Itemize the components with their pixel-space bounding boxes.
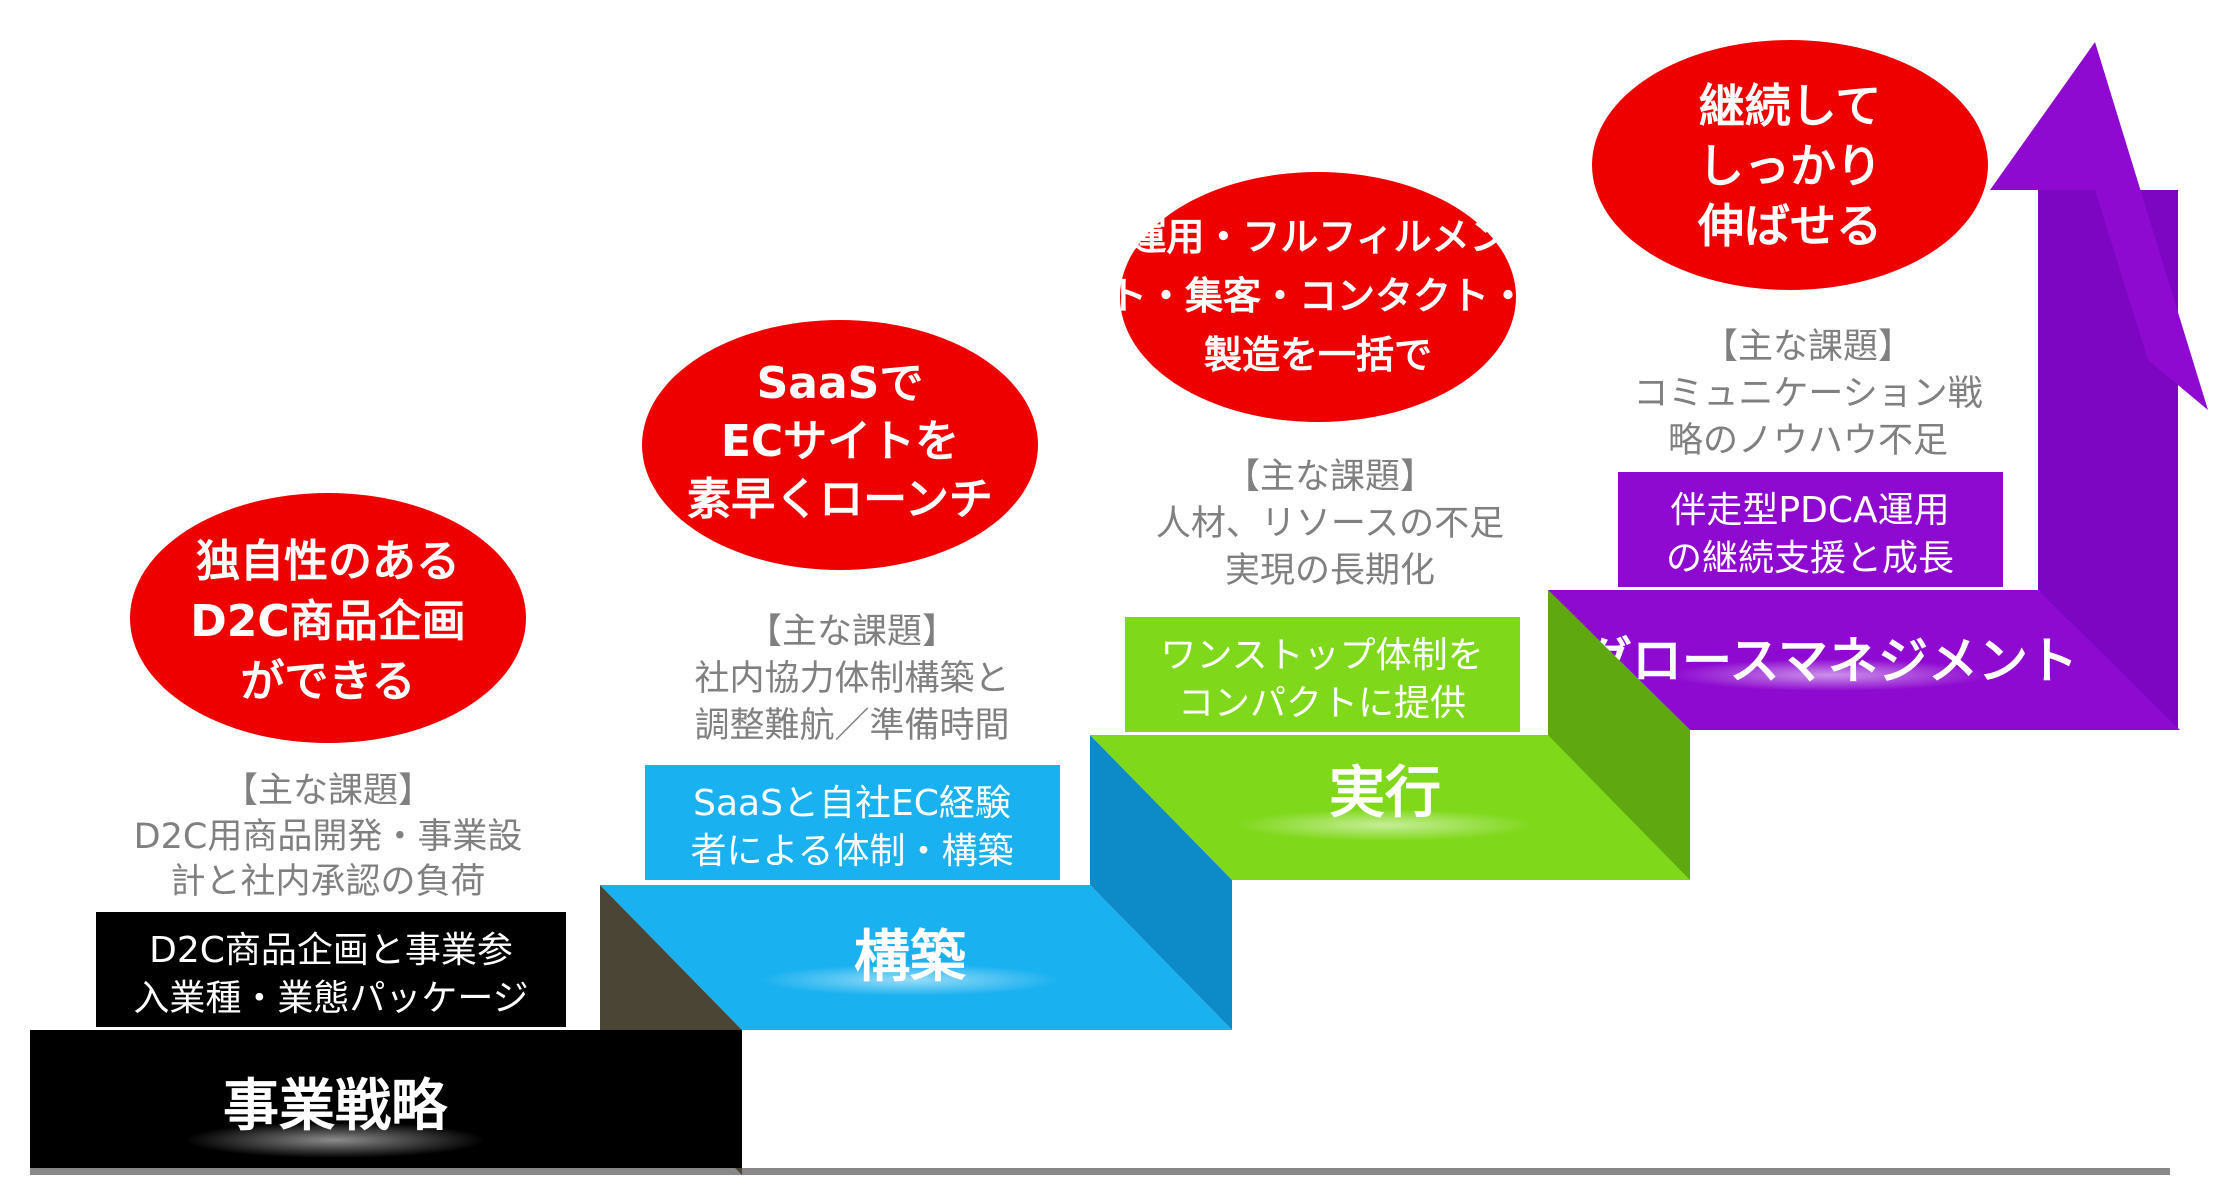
bubble-1: [130, 493, 526, 743]
solution-box-2: [645, 765, 1060, 880]
bubble-text-4: 継続して しっかり 伸ばせる: [1697, 79, 1882, 253]
issue-text-4: 【主な課題】 コミュニケーション戦 略のノウハウ不足: [1633, 327, 1982, 461]
step2-top-face: [600, 885, 1232, 1030]
solution-text-1: D2C商品企画と事業参 入業種・業態パッケージ: [133, 930, 528, 1019]
bubble-2-line-3: 素早くローンチ: [687, 474, 993, 525]
issue-3-line-2: 人材、リソースの不足: [1156, 504, 1504, 544]
solution-box-4: [1618, 472, 2003, 587]
issue-2-line-3: 調整難航／準備時間: [694, 706, 1009, 746]
step3-side-face: [1090, 735, 1232, 1030]
issue-text-3: 【主な課題】 人材、リソースの不足 実現の長期化: [1156, 457, 1504, 591]
solution-box-1: [96, 912, 566, 1027]
bubble-text-3: 運用・フルフィルメン ト・集客・コンタクト・ 製造を一括で: [1109, 215, 1527, 377]
solution-3-line-2: コンパクトに提供: [1178, 683, 1466, 724]
bubble-3: [1120, 172, 1516, 422]
issue-1-line-2: D2C用商品開発・事業設: [134, 817, 523, 857]
solution-box-3: [1125, 617, 1520, 732]
issue-3-line-1: 【主な課題】: [1225, 457, 1435, 497]
bubble-text-2: SaaSで ECサイトを 素早くローンチ: [687, 358, 993, 525]
step2-label: 構築: [854, 925, 967, 990]
floor-line: [30, 1168, 2170, 1175]
bubble-2-line-1: SaaSで: [757, 358, 924, 409]
issue-4-line-1: 【主な課題】: [1703, 327, 1913, 367]
bubble-4-line-1: 継続して: [1699, 79, 1882, 133]
issue-text-2: 【主な課題】 社内協力体制構築と 調整難航／準備時間: [694, 612, 1009, 746]
bubble-2-line-2: ECサイトを: [721, 416, 959, 467]
step-execution: 実行: [1090, 590, 1690, 1030]
solution-text-2: SaaSと自社EC経験 者による体制・構築: [691, 783, 1014, 872]
solution-3-line-1: ワンストップ体制を: [1160, 635, 1483, 676]
bubble-2: [642, 320, 1038, 570]
issue-4-line-2: コミュニケーション戦: [1633, 374, 1982, 414]
bubble-3-line-2: ト・集客・コンタクト・: [1109, 274, 1527, 318]
step3-top-face: [1090, 735, 1690, 880]
solution-text-4: 伴走型PDCA運用 の継続支援と成長: [1666, 490, 1954, 579]
step3-label-glow: [1235, 809, 1535, 841]
step-business-strategy: 事業戦略: [30, 1030, 742, 1168]
bubble-3-line-3: 製造を一括で: [1204, 333, 1432, 377]
bubble-1-line-2: D2C商品企画: [190, 596, 465, 647]
bubble-1-line-1: 独自性のある: [196, 536, 460, 587]
step4-arrow-head: [1990, 42, 2208, 410]
step4-label: グロースマネジメント: [1582, 632, 2078, 690]
step2-label-glow: [760, 964, 1060, 996]
step1-label-glow: [185, 1122, 485, 1158]
bubble-text-1: 独自性のある D2C商品企画 ができる: [190, 536, 465, 707]
solution-1-line-2: 入業種・業態パッケージ: [133, 978, 528, 1019]
step1-label: 事業戦略: [223, 1074, 448, 1139]
issue-2-line-1: 【主な課題】: [747, 612, 957, 652]
solution-text-3: ワンストップ体制を コンパクトに提供: [1160, 635, 1483, 724]
bubble-4-line-3: 伸ばせる: [1697, 199, 1882, 253]
step3-front-face: [1548, 590, 1690, 880]
bubble-4-line-2: しっかり: [1698, 139, 1882, 193]
bubble-3-line-1: 運用・フルフィルメン: [1128, 215, 1507, 259]
bubble-1-line-3: ができる: [240, 656, 415, 707]
issue-2-line-2: 社内協力体制構築と: [694, 659, 1009, 699]
solution-2-line-1: SaaSと自社EC経験: [693, 783, 1011, 824]
bubble-4: [1592, 40, 1988, 290]
issue-3-line-3: 実現の長期化: [1225, 551, 1435, 591]
issue-text-1: 【主な課題】 D2C用商品開発・事業設 計と社内承認の負荷: [134, 771, 523, 902]
solution-4-line-2: の継続支援と成長: [1666, 538, 1954, 579]
solution-1-line-1: D2C商品企画と事業参: [149, 930, 513, 971]
solution-2-line-2: 者による体制・構築: [691, 831, 1014, 872]
issue-1-line-3: 計と社内承認の負荷: [170, 862, 485, 902]
step3-label: 実行: [1329, 761, 1441, 826]
issue-4-line-3: 略のノウハウ不足: [1668, 421, 1948, 461]
solution-4-line-1: 伴走型PDCA運用: [1670, 490, 1949, 531]
step4-label-glow: [1670, 659, 1990, 691]
issue-1-line-1: 【主な課題】: [223, 771, 433, 811]
